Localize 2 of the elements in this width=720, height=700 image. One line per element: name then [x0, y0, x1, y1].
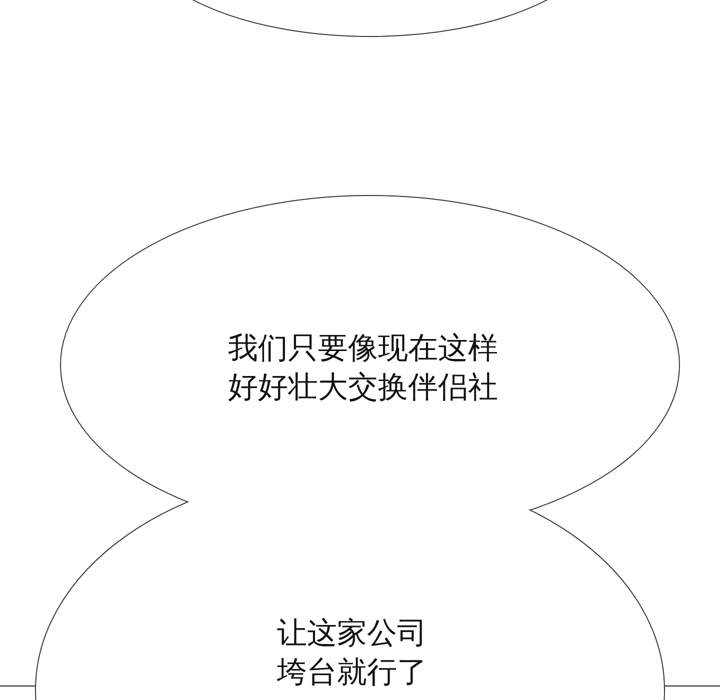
dialogue-text: 我们只要像现在这样好好壮大交换伴侣社: [227, 330, 499, 407]
dialogue-text: 让这家公司垮台就行了: [276, 615, 428, 692]
